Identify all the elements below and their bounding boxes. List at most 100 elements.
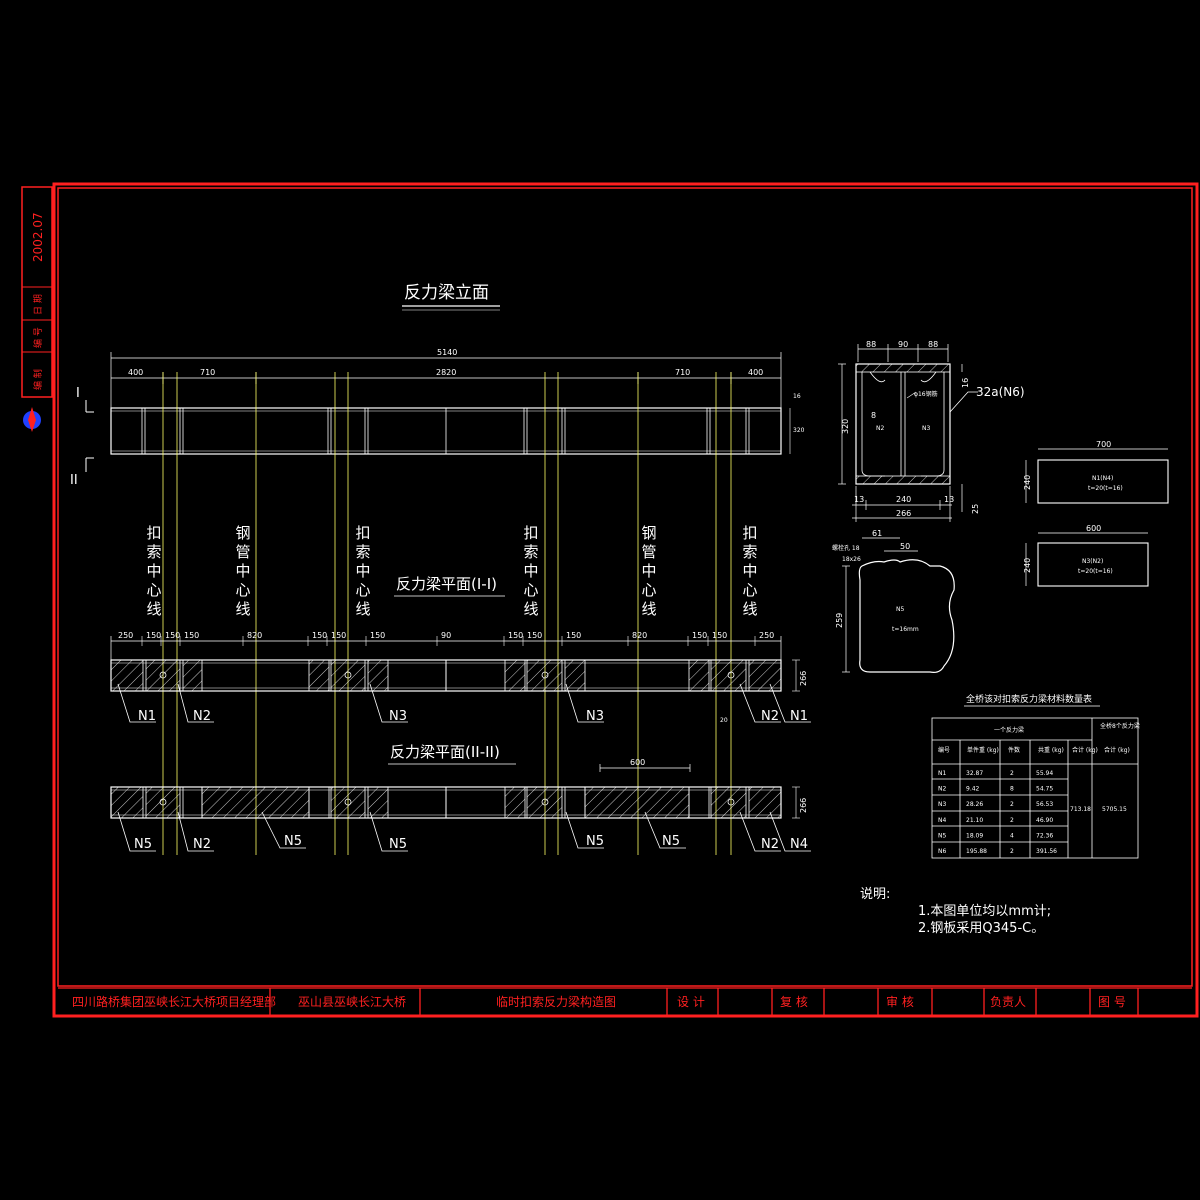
- th-3: 件数: [1008, 746, 1020, 754]
- plan2-label-8: N4: [790, 837, 808, 852]
- table-group2: 全桥8个反力梁: [1100, 722, 1140, 730]
- n5-detail: [842, 537, 955, 673]
- centerline-label-gang-1: 钢管中心线: [235, 524, 250, 618]
- plate-1: 700 240 N1(N4) t=20(t=16): [1023, 440, 1169, 504]
- plan2-leaders: [117, 811, 811, 852]
- plan1-dim-6: 150: [312, 631, 327, 640]
- elevation-side-dim: 320: [793, 427, 805, 434]
- n5-height: 259: [835, 613, 844, 628]
- plan1-dim-16: 250: [759, 631, 774, 640]
- xs-bottom-2: 240: [896, 495, 911, 504]
- xs-bottom-3: 13: [944, 495, 954, 504]
- notes-title: 说明:: [860, 887, 890, 902]
- plate-1-line1: N1(N4): [1092, 475, 1113, 482]
- n5-note-1: 螺栓孔 18: [832, 544, 860, 552]
- table-cell-r1-c3: 2: [1010, 770, 1014, 777]
- tb-design: 设 计: [677, 995, 705, 1009]
- plan1-title: 反力梁平面(I-I): [396, 575, 497, 593]
- elevation-span-1: 400: [128, 368, 143, 377]
- centerline-label-kou-1: 扣索中心线: [146, 524, 161, 618]
- table-cell-r5-c2: 18.09: [966, 832, 983, 839]
- section-mark-1: I: [76, 386, 80, 401]
- table-cell-r2-c4: 54.75: [1036, 786, 1053, 793]
- n5-name: N5: [896, 606, 904, 613]
- elevation-total-dim: 5140: [437, 348, 457, 357]
- table-cell-r5-c3: 4: [1010, 832, 1014, 839]
- note-1: 1.本图单位均以mm计;: [918, 904, 1051, 919]
- table-cell-r3-c4: 56.53: [1036, 801, 1053, 808]
- tb-check: 复 核: [780, 995, 808, 1009]
- table-caption: 全桥该对扣索反力梁材料数量表: [966, 693, 1092, 705]
- table-cell-r4-c2: 21.10: [966, 817, 983, 824]
- table-cell-r5-c4: 72.36: [1036, 832, 1053, 839]
- plan2-width: 266: [799, 798, 808, 813]
- plan1-dim-1: 250: [118, 631, 133, 640]
- side-cell-2: 编 号: [32, 327, 44, 348]
- plan2-label-5: N5: [586, 834, 604, 849]
- plate-2: 600 240 N3(N2) t=20(t=16): [1023, 524, 1149, 587]
- tb-review: 审 核: [886, 994, 914, 1009]
- elevation-span-2: 710: [200, 368, 215, 377]
- table-cell-r2-c3: 8: [1010, 786, 1014, 793]
- note-2: 2.钢板采用Q345-C。: [918, 921, 1044, 936]
- plan1-width: 266: [799, 671, 808, 686]
- drawing-frame: [52, 182, 1199, 1018]
- table-cell-r1-c2: 32.87: [966, 770, 983, 777]
- table-cell-r2-c1: N2: [938, 786, 946, 793]
- material-table: [931, 717, 1139, 859]
- xs-n-right: N3: [922, 425, 930, 432]
- xs-top-1: 88: [866, 340, 876, 349]
- xs-top-3: 88: [928, 340, 938, 349]
- th-4: 共重 (kg): [1038, 746, 1064, 754]
- table-cell-r6-c3: 2: [1010, 848, 1014, 855]
- tb-project: 巫山县巫峡长江大桥: [298, 995, 406, 1009]
- table-cell-r3-c1: N3: [938, 801, 946, 808]
- side-strip: 2002.07 日 期 编 号 编 制: [21, 186, 53, 398]
- table-cell-r4-c3: 2: [1010, 817, 1014, 824]
- plan1-label-4: N3: [586, 709, 604, 724]
- plate-1-line2: t=20(t=16): [1088, 485, 1123, 492]
- plate-2-height: 240: [1023, 558, 1032, 573]
- side-cell-1: 日 期: [33, 294, 44, 315]
- centerline-label-gang-2: 钢管中心线: [641, 524, 656, 618]
- plan1-label-5: N2: [761, 709, 779, 724]
- th-6: 合计 (kg): [1104, 746, 1130, 754]
- table-cell-r2-c2: 9.42: [966, 786, 980, 793]
- table-cell-r4-c4: 46.90: [1036, 817, 1053, 824]
- plan2-beam: [110, 786, 782, 819]
- centerlines: [162, 372, 732, 855]
- plan2-title: 反力梁平面(II-II): [390, 743, 500, 761]
- plan1-dimensions: [110, 636, 782, 660]
- n5-dim-2: 50: [900, 542, 910, 551]
- xs-bar-note: φ16钢筋: [914, 390, 938, 398]
- cross-section: [838, 344, 978, 522]
- table-cell-r6-c2: 195.88: [966, 848, 987, 855]
- th-2: 单件重 (kg): [967, 746, 999, 754]
- th-5: 合计 (kg): [1072, 746, 1098, 754]
- plan1-dim-7: 150: [331, 631, 346, 640]
- plan1-dim-13: 820: [632, 631, 647, 640]
- xs-web: 8: [871, 411, 876, 420]
- table-sum-1: 713.18: [1070, 806, 1091, 813]
- side-cell-3: 编 制: [32, 369, 44, 390]
- table-cell-r1-c4: 55.94: [1036, 770, 1053, 777]
- plan1-dim-12: 150: [566, 631, 581, 640]
- plate-2-width: 600: [1086, 524, 1101, 533]
- table-cell-r1-c1: N1: [938, 770, 946, 777]
- centerline-label-kou-4: 扣索中心线: [742, 524, 757, 618]
- xs-gap: 25: [971, 504, 980, 514]
- plan1-dim-8: 150: [370, 631, 385, 640]
- plan2-label-1: N5: [134, 837, 152, 852]
- n5-dim-1: 61: [872, 529, 882, 538]
- plate-2-line2: t=20(t=16): [1078, 568, 1113, 575]
- plan1-label-1: N1: [138, 709, 156, 724]
- plan1-dim-15: 150: [712, 631, 727, 640]
- plan1-label-2: N2: [193, 709, 211, 724]
- plan2-label-7: N2: [761, 837, 779, 852]
- section-mark-2: II: [70, 473, 78, 488]
- north-icon: [23, 407, 41, 432]
- xs-top-2: 90: [898, 340, 908, 349]
- table-cell-r4-c1: N4: [938, 817, 946, 824]
